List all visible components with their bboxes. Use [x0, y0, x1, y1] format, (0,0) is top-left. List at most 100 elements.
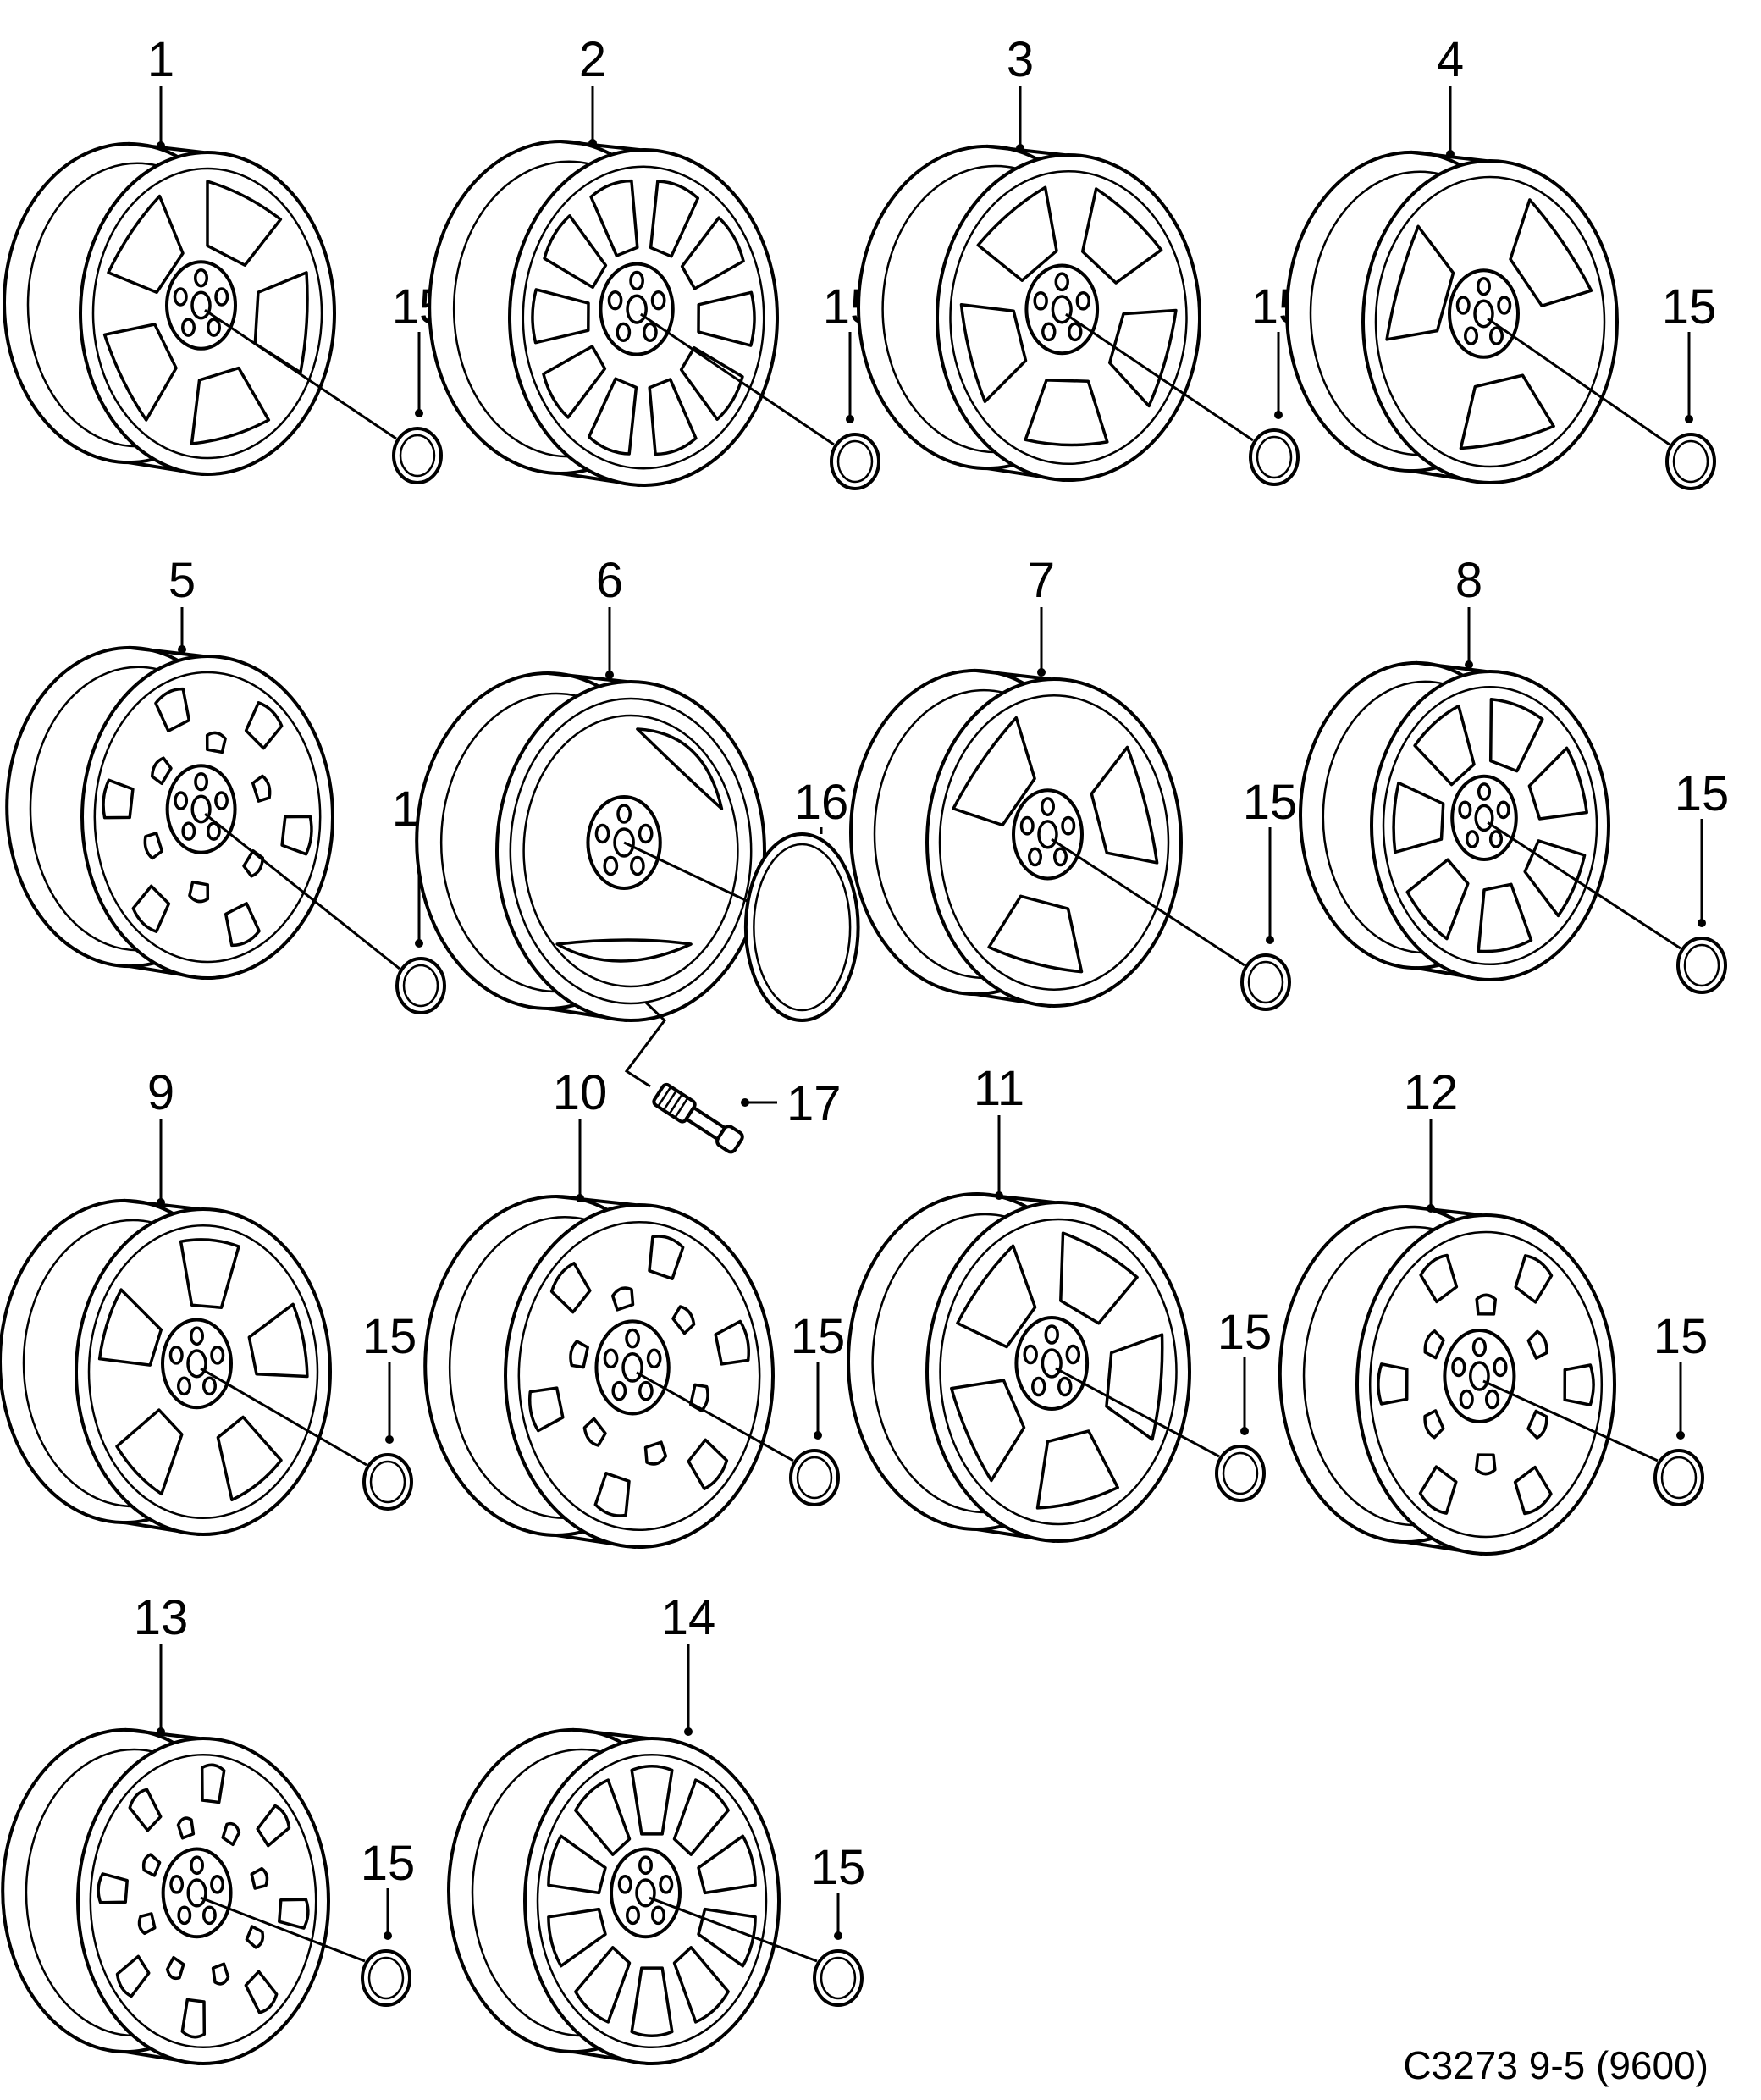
spoke-window [547, 1834, 607, 1895]
rim-edge-top [974, 668, 1052, 681]
spoke-window [697, 290, 756, 347]
wheel-9: 915 [0, 1065, 417, 1536]
bolt-hole [638, 823, 654, 844]
spoke-window [959, 303, 1028, 404]
wheel-6: 6 16 [415, 553, 860, 1022]
spoke-window [1459, 373, 1555, 450]
cap-number: 16 [794, 775, 849, 830]
spoke-window [278, 1898, 310, 1930]
center-bore [190, 794, 212, 824]
rim-edge-top [128, 645, 205, 658]
bolt-hole [1023, 1344, 1038, 1365]
bolt-hole [214, 287, 229, 307]
spoke-window [256, 1804, 291, 1848]
wheel-number: 11 [974, 1061, 1024, 1116]
rim-lip [87, 1224, 319, 1520]
spoke-window [1477, 882, 1533, 953]
spoke-window [1563, 1363, 1595, 1406]
leader-dot [605, 671, 614, 679]
bolt-hole [1019, 815, 1035, 836]
bolt-hole [1459, 1389, 1474, 1410]
leader-dot [684, 1727, 693, 1736]
bolt-hole [630, 855, 645, 876]
wheel-number: 6 [596, 553, 623, 608]
cap-leader [200, 1896, 366, 1963]
bolt-hole [1455, 296, 1471, 315]
wheel-number: 1 [147, 32, 174, 87]
spoke-window [150, 756, 173, 786]
rim-edge-top [546, 671, 628, 683]
bolt-hole [594, 823, 610, 844]
center-cap-inner [796, 1456, 833, 1500]
bolt-hole [201, 1376, 217, 1396]
wheel-7: 715 [849, 553, 1297, 1011]
wheel-8: 815 [1299, 553, 1729, 994]
spoke-window [697, 1907, 757, 1968]
wheel-number: 5 [168, 553, 196, 608]
spoke-window [1377, 1362, 1409, 1406]
bolt-hole [611, 1380, 627, 1401]
spoke-window [251, 774, 272, 803]
bolt-hole [1488, 326, 1504, 345]
leader-dot [157, 141, 165, 150]
wheel-1: 115 [3, 32, 446, 484]
bolt-hole [617, 1874, 632, 1894]
wheel-number: 9 [147, 1065, 174, 1120]
spoke-window [205, 731, 227, 754]
leader-dot [1037, 668, 1046, 677]
center-bore [1041, 1348, 1063, 1379]
center-bore [1037, 820, 1058, 849]
spoke-window [137, 1912, 157, 1936]
bolt-hole [1068, 322, 1083, 342]
spoke-window [224, 902, 261, 948]
spoke-window [1527, 746, 1588, 821]
spoke-window [1405, 858, 1470, 941]
spoke-window [714, 1319, 750, 1366]
center-bore [190, 290, 212, 320]
bolt-hole [1451, 1357, 1466, 1378]
spoke-window [1514, 1254, 1554, 1304]
leader-dot [576, 1194, 584, 1202]
bolt-hole [629, 270, 644, 291]
bolt-hole [1493, 1357, 1508, 1378]
spoke-window [245, 1925, 265, 1949]
wheel-2: 215 [428, 32, 880, 490]
valve-stem-number: 17 [787, 1076, 842, 1131]
rim-lip [1374, 175, 1606, 468]
center-bore [621, 1351, 643, 1383]
cap-number: 15 [791, 1309, 846, 1364]
rim-lip [939, 1218, 1178, 1526]
spoke-window [950, 1379, 1026, 1483]
spoke-window [1392, 781, 1445, 854]
spoke-window [221, 1821, 241, 1847]
bolt-hole [1031, 1376, 1046, 1397]
spoke-window [115, 1408, 184, 1496]
spoke-window [1024, 379, 1109, 447]
wheel-4: 415 [1285, 32, 1716, 490]
cap-leader [649, 1896, 818, 1963]
spoke-window [569, 1340, 589, 1369]
spoke-window [976, 185, 1058, 282]
wheel-number: 14 [661, 1590, 716, 1645]
spoke-window [216, 1415, 283, 1502]
hub-cover-inner [753, 843, 852, 1012]
rim-lip [1382, 685, 1598, 966]
spoke-window [131, 884, 171, 933]
center-cap-inner [1256, 435, 1293, 479]
center-cap-inner [367, 1956, 405, 2000]
bolt-hole [650, 1905, 665, 1926]
spoke-window [165, 1955, 185, 1981]
leader-dot [1446, 150, 1455, 158]
spoke-window [697, 1834, 757, 1895]
bolt-hole [194, 771, 209, 792]
bolt-hole [1497, 296, 1512, 315]
bolt-hole [616, 322, 632, 342]
center-cap-inner [820, 1956, 857, 2000]
spoke-window [549, 1262, 592, 1314]
bolt-hole [603, 855, 619, 876]
spoke-window [648, 378, 698, 456]
rim-edge-top [985, 144, 1066, 157]
